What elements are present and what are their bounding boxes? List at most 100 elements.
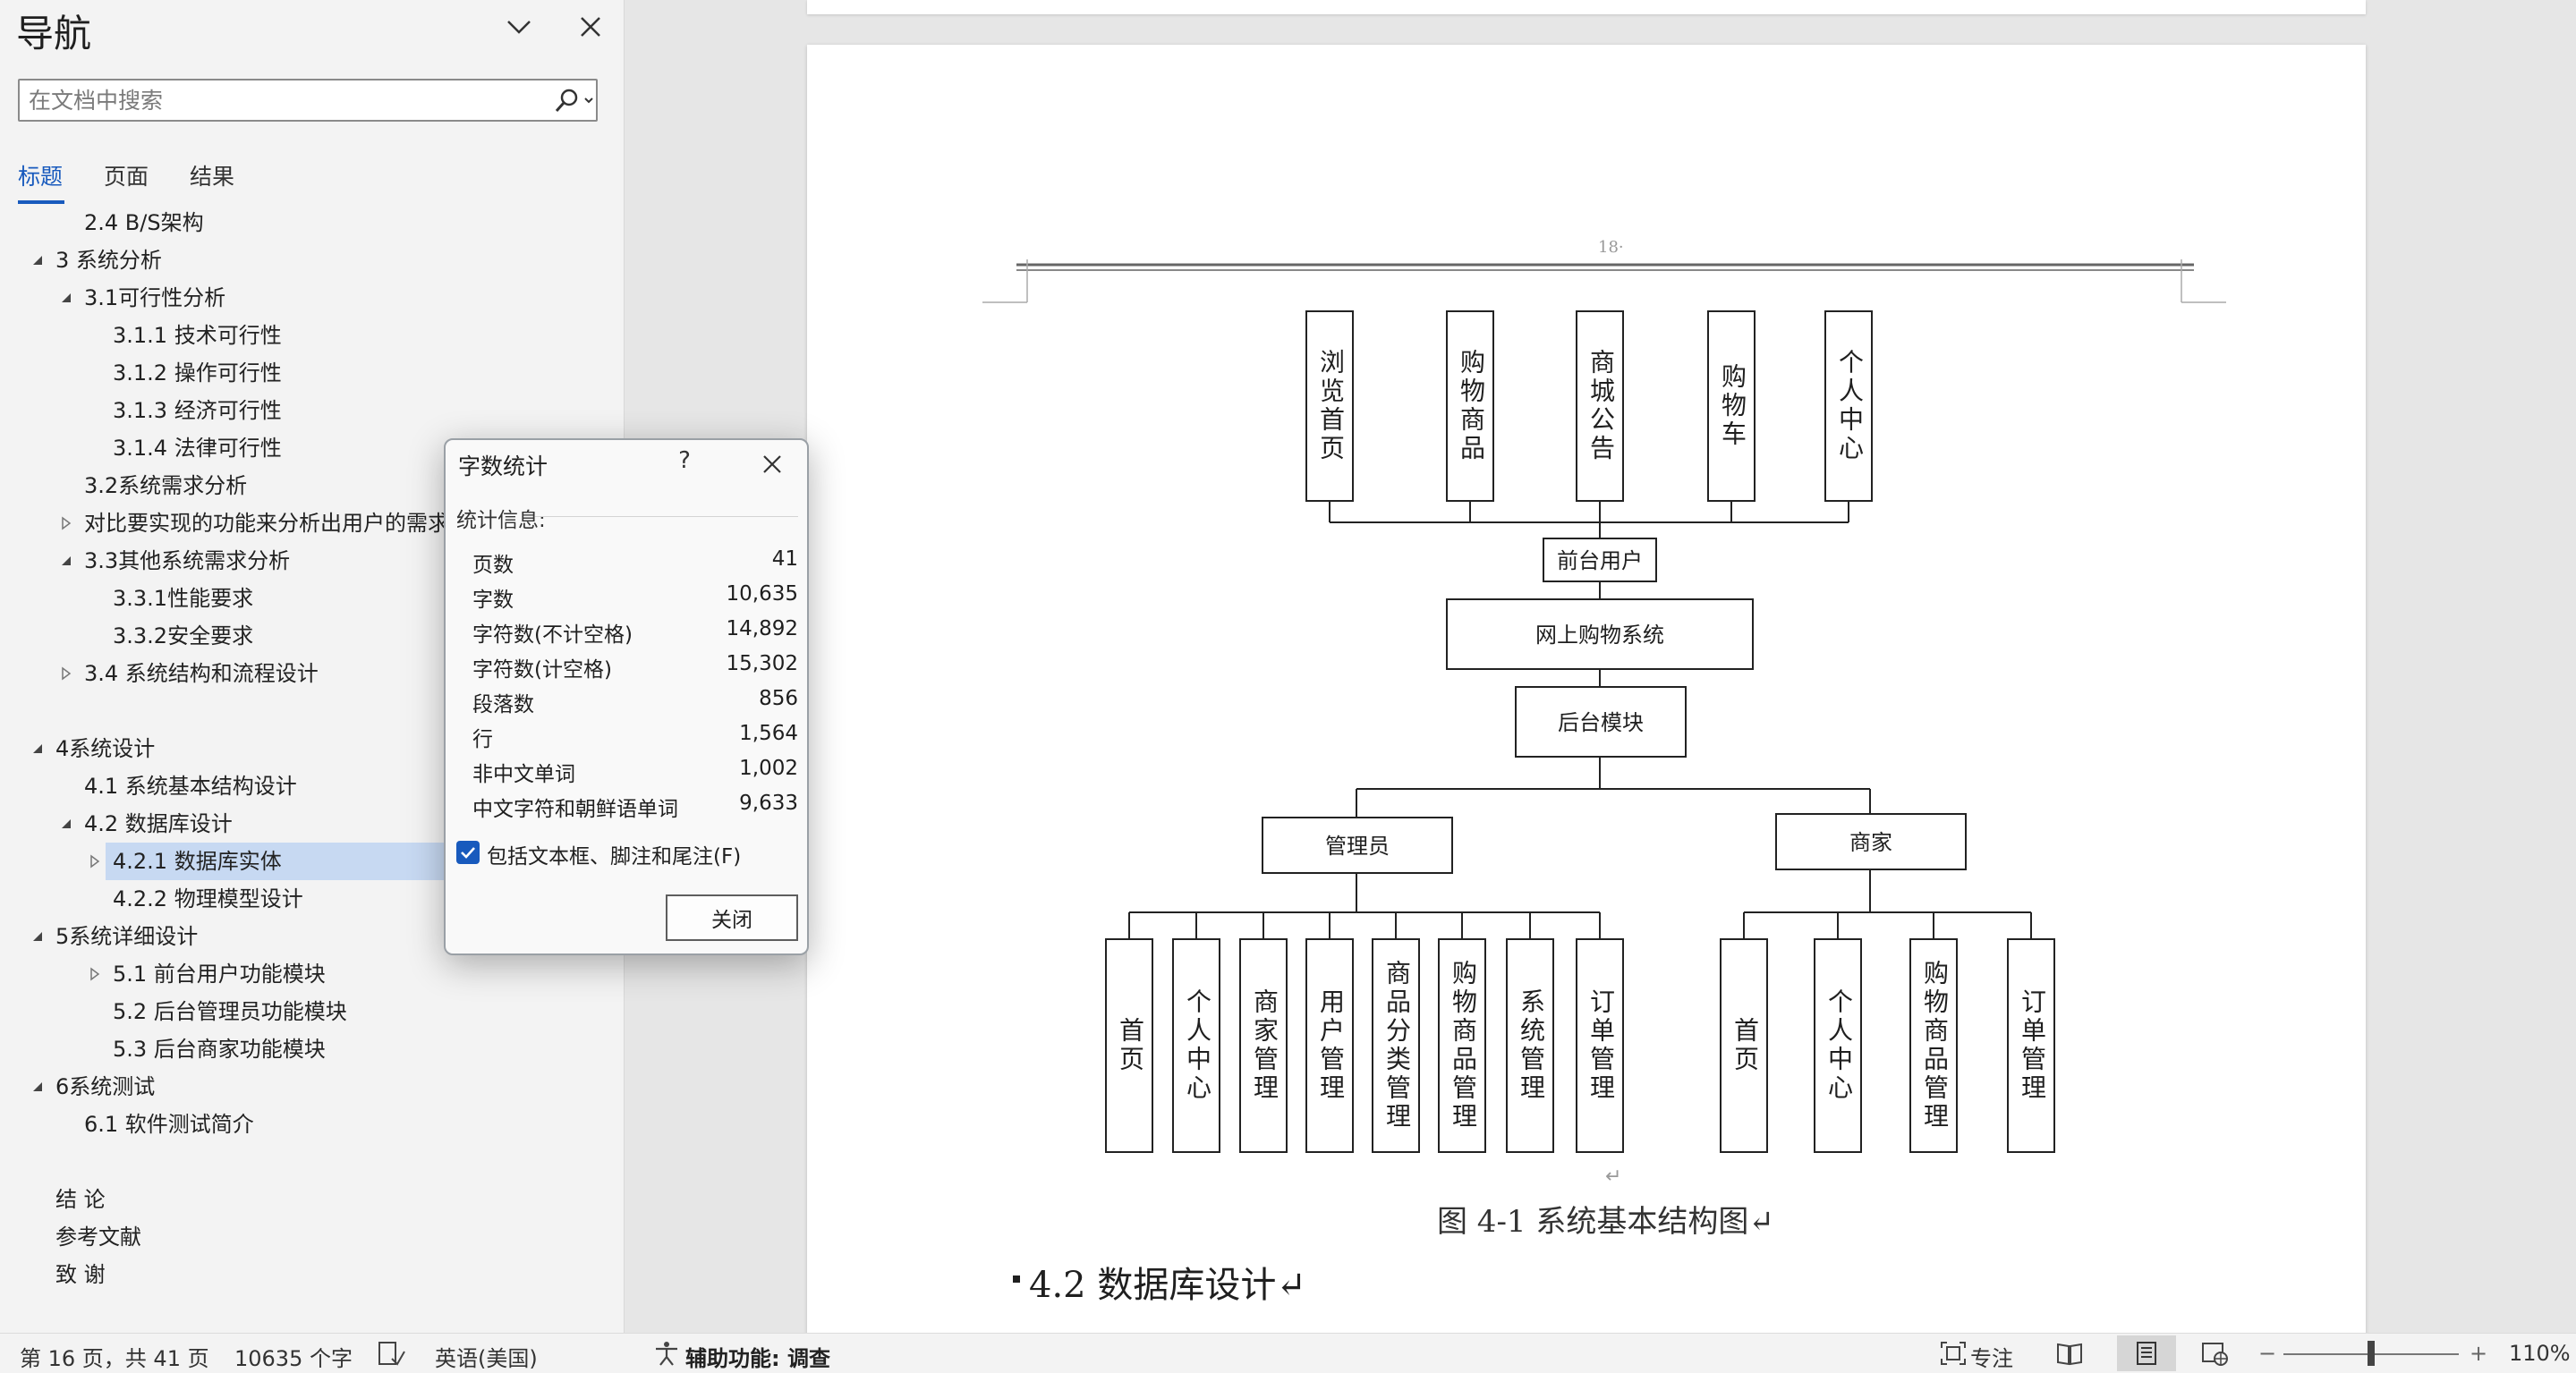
zoom-level[interactable]: 110% (2509, 1341, 2571, 1366)
search-input[interactable] (29, 86, 548, 114)
nav-heading-item[interactable]: 4.2.1 数据库实体 (106, 843, 463, 880)
expanded-triangle-icon[interactable] (29, 740, 47, 758)
collapsed-triangle-icon[interactable] (57, 514, 75, 532)
expanded-triangle-icon[interactable] (29, 251, 47, 269)
tab-results[interactable]: 结果 (190, 164, 235, 190)
node-label: 商品分类管理 (1382, 960, 1412, 1131)
admin-function-node: 商家管理 (1239, 938, 1288, 1153)
expanded-triangle-icon[interactable] (57, 815, 75, 833)
node-label: 首页 (1730, 1017, 1760, 1074)
collapsed-triangle-icon[interactable] (86, 965, 104, 983)
figure-caption: 图 4-1 系统基本结构图↵ (1437, 1204, 1774, 1240)
tab-pages[interactable]: 页面 (104, 164, 149, 190)
nav-heading-item[interactable]: 3 系统分析 (55, 248, 162, 273)
page-indicator[interactable]: 第 16 页，共 41 页 (20, 1346, 209, 1371)
web-layout-icon[interactable] (2199, 1339, 2230, 1368)
admin-node: 管理员 (1262, 817, 1453, 874)
node-label: 商城公告 (1586, 349, 1616, 463)
close-icon[interactable] (573, 9, 608, 45)
node-label: 购物车 (1718, 363, 1747, 449)
stat-label: 字符数(不计空格) (472, 623, 633, 647)
nav-heading-item[interactable]: 5系统详细设计 (55, 924, 199, 949)
stat-label: 段落数 (472, 693, 534, 716)
accessibility-indicator[interactable]: 辅助功能: 调查 (685, 1346, 830, 1371)
node-label: 后台模块 (1558, 710, 1644, 735)
nav-heading-item[interactable]: 结 论 (55, 1187, 106, 1212)
expanded-triangle-icon[interactable] (57, 289, 75, 307)
tab-headings[interactable]: 标题 (18, 164, 64, 190)
focus-label[interactable]: 专注 (1970, 1346, 2013, 1371)
expanded-triangle-icon[interactable] (29, 928, 47, 945)
previous-page (807, 0, 2366, 14)
nav-heading-item[interactable]: 3.3.1性能要求 (113, 586, 254, 611)
close-button[interactable]: 关闭 (666, 894, 798, 941)
stat-label: 中文字符和朝鲜语单词 (472, 798, 678, 821)
nav-heading-item[interactable]: 参考文献 (55, 1225, 141, 1250)
include-textbox-checkbox[interactable] (456, 841, 480, 864)
system-node: 网上购物系统 (1446, 598, 1754, 670)
collapsed-triangle-icon[interactable] (86, 852, 104, 870)
nav-heading-item[interactable]: 2.4 B/S架构 (84, 210, 204, 235)
print-layout-icon[interactable] (2131, 1339, 2162, 1368)
dialog-title: 字数统计 (458, 453, 548, 479)
nav-heading-item[interactable]: 4.1 系统基本结构设计 (84, 774, 297, 799)
word-count-indicator[interactable]: 10635 个字 (234, 1346, 353, 1371)
user-function-node: 购物车 (1707, 310, 1756, 502)
admin-function-node: 个人中心 (1172, 938, 1220, 1153)
zoom-slider-thumb[interactable] (2368, 1341, 2375, 1366)
node-label: 浏览首页 (1316, 349, 1346, 463)
node-label: 商家 (1849, 830, 1892, 855)
nav-heading-item[interactable]: 5.2 后台管理员功能模块 (113, 999, 347, 1024)
node-label: 订单管理 (1586, 988, 1616, 1103)
zoom-in-icon[interactable]: + (2470, 1341, 2488, 1366)
read-mode-icon[interactable] (2054, 1339, 2085, 1368)
proofing-icon[interactable] (376, 1339, 406, 1368)
nav-heading-item[interactable]: 3.1可行性分析 (84, 285, 226, 310)
nav-heading-item[interactable]: 对比要实现的功能来分析出用户的需求 (84, 511, 449, 536)
expanded-triangle-icon[interactable] (57, 552, 75, 570)
zoom-out-icon[interactable]: − (2258, 1341, 2277, 1366)
nav-heading-item[interactable]: 6.1 软件测试简介 (84, 1112, 254, 1137)
nav-heading-item[interactable]: 3.1.2 操作可行性 (113, 360, 282, 386)
stat-label: 行 (472, 728, 493, 751)
search-icon[interactable] (551, 86, 596, 116)
collapsed-triangle-icon[interactable] (57, 665, 75, 682)
expanded-triangle-icon[interactable] (29, 1078, 47, 1096)
nav-heading-item[interactable]: 3.4 系统结构和流程设计 (84, 661, 319, 686)
stat-value: 41 (771, 547, 798, 571)
nav-heading-item[interactable]: 4.2 数据库设计 (84, 811, 233, 836)
nav-heading-item[interactable]: 3.1.1 技术可行性 (113, 323, 282, 348)
nav-heading-item[interactable]: 4.2.2 物理模型设计 (113, 886, 303, 911)
stat-value: 1,002 (739, 757, 798, 780)
accessibility-icon[interactable] (651, 1339, 682, 1368)
stat-value: 856 (759, 687, 798, 710)
nav-heading-item[interactable]: 3.2系统需求分析 (84, 473, 248, 498)
nav-heading-item[interactable]: 致 谢 (55, 1262, 106, 1287)
nav-heading-item[interactable]: 3.1.3 经济可行性 (113, 398, 282, 423)
paragraph-mark: ↵ (1605, 1165, 1621, 1188)
nav-heading-item[interactable]: 6系统测试 (55, 1074, 156, 1099)
language-indicator[interactable]: 英语(美国) (435, 1346, 538, 1371)
include-textbox-label: 包括文本框、脚注和尾注(F) (487, 845, 742, 869)
backend-node: 后台模块 (1515, 686, 1687, 758)
nav-heading-item[interactable]: 3.1.4 法律可行性 (113, 436, 282, 461)
heading-bullet (1013, 1276, 1020, 1283)
nav-heading-item[interactable]: 3.3其他系统需求分析 (84, 548, 291, 573)
chevron-down-icon[interactable] (501, 9, 537, 45)
user-function-node: 商城公告 (1576, 310, 1624, 502)
nav-heading-item[interactable]: 4系统设计 (55, 736, 156, 761)
node-label: 管理员 (1325, 834, 1390, 859)
help-button[interactable]: ? (678, 447, 691, 474)
nav-heading-item[interactable]: 5.1 前台用户功能模块 (113, 962, 326, 987)
nav-heading-item[interactable]: 5.3 后台商家功能模块 (113, 1037, 326, 1062)
nav-heading-item[interactable]: 3.3.2安全要求 (113, 623, 254, 648)
node-label: 首页 (1116, 1017, 1145, 1074)
stat-label: 字符数(计空格) (472, 658, 612, 682)
stat-value: 10,635 (726, 582, 798, 606)
focus-icon[interactable] (1938, 1339, 1968, 1368)
page-number: 18· (1598, 238, 1624, 257)
close-icon[interactable] (759, 451, 786, 478)
